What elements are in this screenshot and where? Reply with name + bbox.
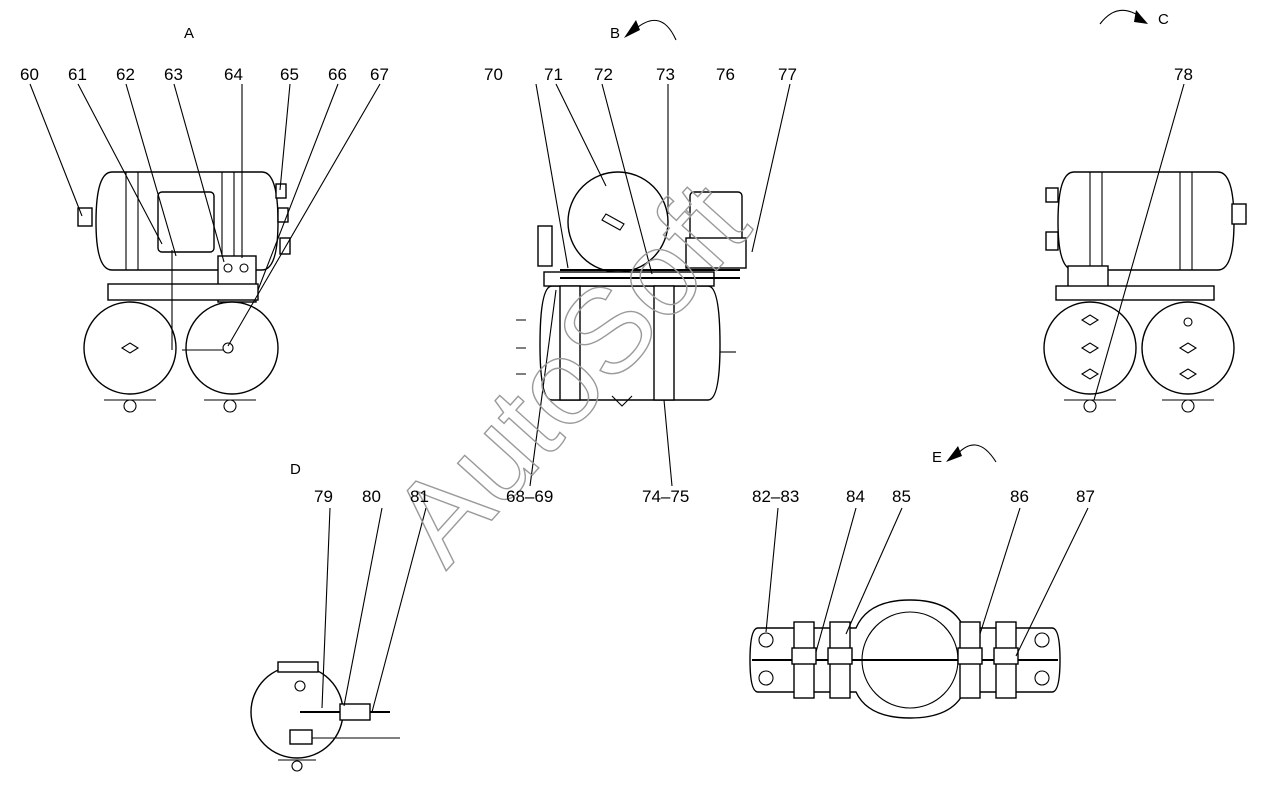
view-b-leaders [529, 83, 791, 487]
callout-74-75: 74–75 [642, 487, 689, 506]
callout-60: 60 [20, 65, 39, 84]
view-label-c: C [1158, 11, 1169, 28]
callout-73: 73 [656, 65, 675, 84]
callout-72: 72 [594, 65, 613, 84]
view-c-arrow [1099, 9, 1148, 25]
callout-67: 67 [370, 65, 389, 84]
view-d-drawing [250, 661, 400, 772]
callout-70: 70 [484, 65, 503, 84]
view-c-leaders [1093, 83, 1185, 401]
callout-80: 80 [362, 487, 381, 506]
view-label-e: E [932, 449, 942, 466]
view-d-leaders [321, 507, 427, 713]
view-a-leaders [29, 83, 381, 347]
callout-64: 64 [224, 65, 243, 84]
callout-86: 86 [1010, 487, 1029, 506]
view-e-leaders [765, 507, 1089, 657]
callout-77: 77 [778, 65, 797, 84]
callout-65: 65 [280, 65, 299, 84]
callout-63: 63 [164, 65, 183, 84]
callout-68-69: 68–69 [506, 487, 553, 506]
view-label-b: B [610, 25, 620, 42]
callout-61: 61 [68, 65, 87, 84]
view-a-drawing [77, 171, 291, 413]
callout-79: 79 [314, 487, 333, 506]
view-label-d: D [290, 461, 301, 478]
callout-66: 66 [328, 65, 347, 84]
view-e-arrow [946, 444, 997, 463]
view-c-drawing [1043, 171, 1247, 413]
callout-71: 71 [544, 65, 563, 84]
callout-84: 84 [846, 487, 865, 506]
view-e-drawing [749, 599, 1061, 719]
view-b-arrow [624, 19, 677, 41]
callout-62: 62 [116, 65, 135, 84]
view-b-drawing [516, 171, 747, 407]
view-label-a: A [184, 25, 194, 42]
callout-85: 85 [892, 487, 911, 506]
callout-76: 76 [716, 65, 735, 84]
callout-87: 87 [1076, 487, 1095, 506]
callout-81: 81 [410, 487, 429, 506]
callout-82-83: 82–83 [752, 487, 799, 506]
callout-78: 78 [1174, 65, 1193, 84]
